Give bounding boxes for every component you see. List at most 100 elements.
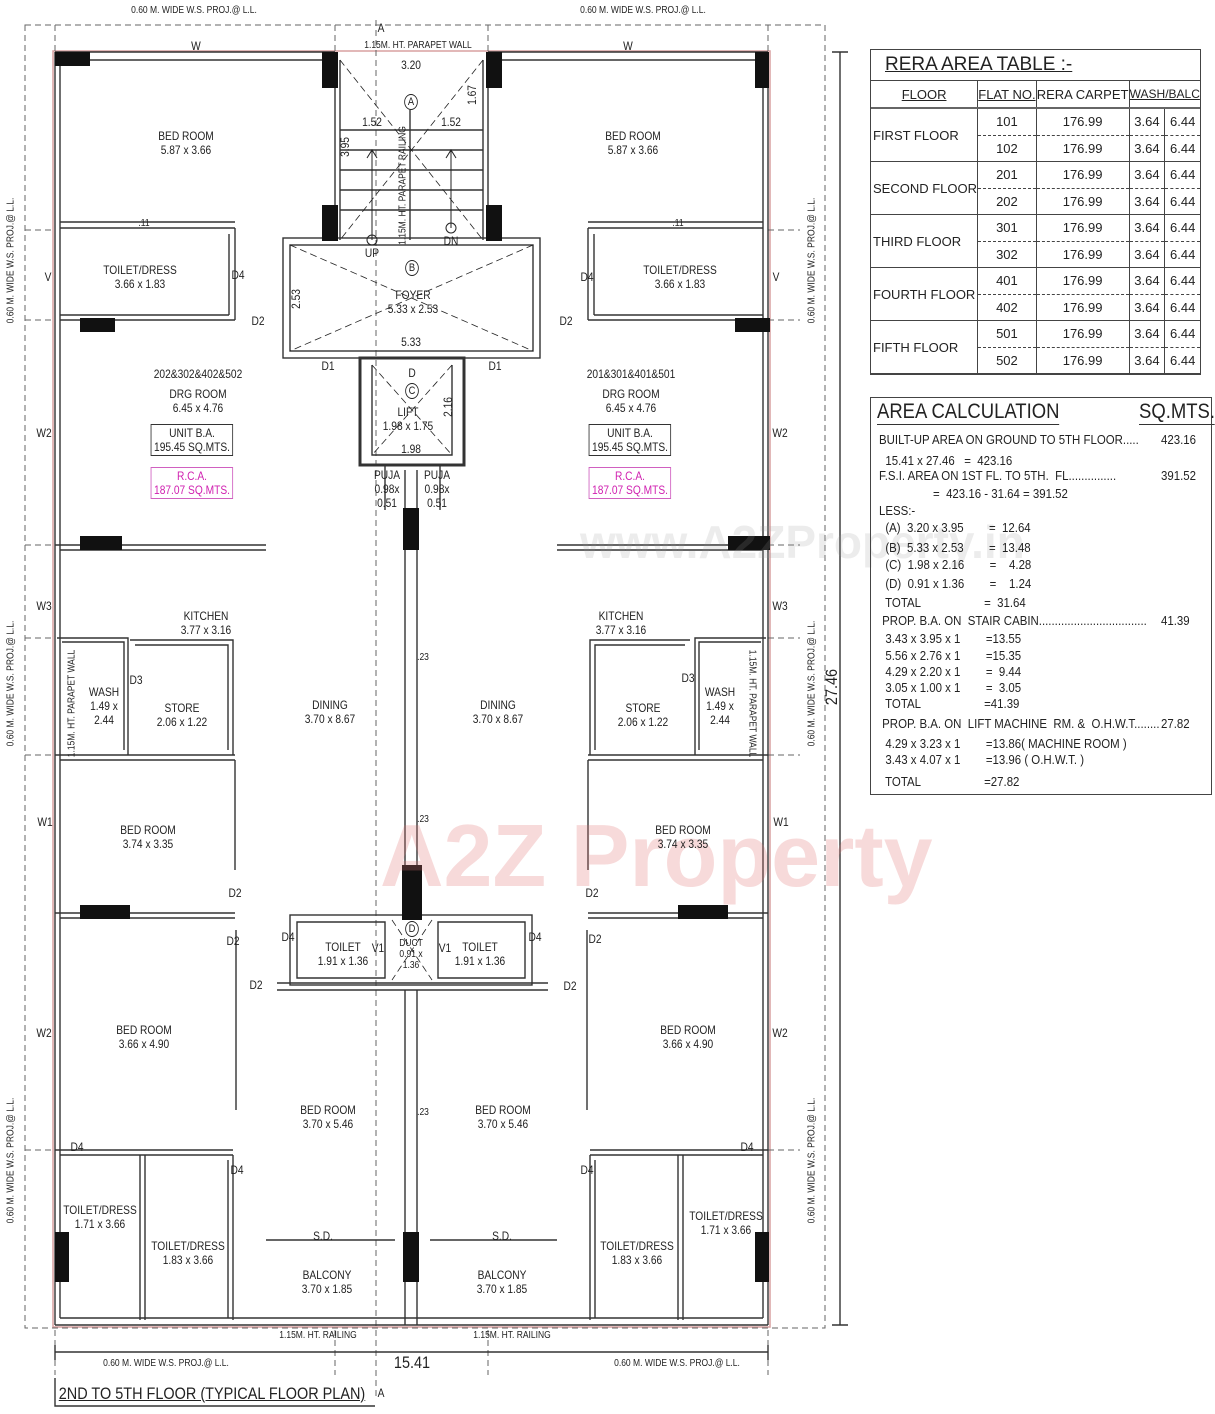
balc-cell: 6.44 xyxy=(1164,347,1200,374)
area-calc-line: = 423.16 - 31.64 = 391.52 xyxy=(879,486,1068,501)
lift-depth-dim: 2.16 xyxy=(441,397,455,417)
projection-left-3: 0.60 M. WIDE W.S. PROJ.@ L.L. xyxy=(5,1097,17,1224)
stair-arrows xyxy=(366,149,457,246)
rera-carpet-cell: 176.99 xyxy=(1035,320,1130,348)
window-w2-right-bottom: W2 xyxy=(772,1026,788,1040)
wash-cell: 3.64 xyxy=(1128,347,1165,374)
wash-cell: 3.64 xyxy=(1128,135,1165,162)
section-mark-bottom: A xyxy=(377,1386,385,1400)
door-d2-right-mid: D2 xyxy=(585,886,599,900)
foyer-mark: B xyxy=(405,260,419,276)
wall-thk-center: .23 xyxy=(417,1107,429,1118)
right-dining: DINING 3.70 x 8.67 xyxy=(472,698,524,726)
area-calc-line: 3.43 x 3.95 x 1 =13.55 xyxy=(879,631,1022,646)
drawing-title: 2ND TO 5TH FLOOR (TYPICAL FLOOR PLAN) xyxy=(58,1384,366,1403)
balc-cell: 6.44 xyxy=(1164,135,1200,162)
door-d4-left: D4 xyxy=(231,268,245,282)
right-flat-numbers: 201&301&401&501 xyxy=(586,367,676,381)
area-calc-line: PROP. B.A. ON STAIR CABIN...............… xyxy=(879,613,1147,628)
area-calc-line: TOTAL =27.82 xyxy=(879,774,1020,789)
left-drawing-room: DRG ROOM 6.45 x 4.76 xyxy=(169,387,227,415)
right-sliding-door: S.D. xyxy=(492,1229,512,1243)
wash-cell: 3.64 xyxy=(1128,214,1165,242)
landing-dim: 1.67 xyxy=(465,85,479,105)
outer-red-line xyxy=(52,50,771,1328)
left-toilet-rear-a: TOILET/DRESS 1.71 x 3.66 xyxy=(63,1203,137,1231)
up-label: UP xyxy=(364,246,380,260)
projection-right-2: 0.60 M. WIDE W.S. PROJ.@ L.L. xyxy=(806,620,818,747)
watermark-logo: A2Z Property xyxy=(380,806,933,905)
right-bed-front: BED ROOM 5.87 x 3.66 xyxy=(605,129,661,157)
right-store: STORE 2.06 x 1.22 xyxy=(617,701,669,729)
balc-cell: 6.44 xyxy=(1164,214,1200,242)
puja-right: PUJA 0.98x 0.51 xyxy=(423,468,451,510)
rera-carpet-cell: 176.99 xyxy=(1035,294,1130,321)
area-calc-line: (A) 3.20 x 3.95 = 12.64 xyxy=(879,520,1031,535)
rera-carpet-cell: 176.99 xyxy=(1035,241,1130,268)
flat-no-cell: 201 xyxy=(977,161,1037,189)
projection-right-3: 0.60 M. WIDE W.S. PROJ.@ L.L. xyxy=(806,1097,818,1224)
left-rca: R.C.A. 187.07 SQ.MTS. xyxy=(150,467,234,499)
flight-left-dim: 1.52 xyxy=(362,115,382,129)
left-sliding-door: S.D. xyxy=(313,1229,333,1243)
puja-left: PUJA 0.98x 0.51 xyxy=(373,468,401,510)
door-d4-left-rear: D4 xyxy=(70,1140,84,1154)
door-d2-left-mid: D2 xyxy=(228,886,242,900)
area-calc-value: 423.16 xyxy=(1161,432,1196,447)
door-d2-right-top: D2 xyxy=(559,314,573,328)
area-calculation-box: AREA CALCULATION SQ.MTS. BUILT-UP AREA O… xyxy=(870,397,1215,795)
foyer-label: FOYER 5.33 x 2.53 xyxy=(387,288,439,316)
left-flat-numbers: 202&302&402&502 xyxy=(153,367,243,381)
area-calc-line: LESS:- xyxy=(879,503,916,518)
rera-carpet-cell: 176.99 xyxy=(1035,347,1130,374)
floor-cell: FIFTH FLOOR xyxy=(871,320,978,374)
projection-top-right: 0.60 M. WIDE W.S. PROJ.@ L.L. xyxy=(580,5,706,16)
duct-mark: D xyxy=(405,921,419,937)
projection-bottom-left: 0.60 M. WIDE W.S. PROJ.@ L.L. xyxy=(103,1358,229,1369)
lift-width-dim: 1.98 xyxy=(401,442,421,456)
left-balcony: BALCONY 3.70 x 1.85 xyxy=(301,1268,353,1296)
foyer-depth-dim: 2.53 xyxy=(289,289,303,309)
vent-v-left: V xyxy=(44,270,52,284)
stair-length-dim: 3.95 xyxy=(338,137,352,157)
foyer-width-dim: 5.33 xyxy=(401,335,421,349)
lift-label: LIFT 1.98 x 1.75 xyxy=(382,405,434,433)
void-crosses xyxy=(289,59,534,981)
right-bed-mid: BED ROOM 3.74 x 3.35 xyxy=(655,823,711,851)
door-d1-left: D1 xyxy=(321,359,335,373)
wash-cell: 3.64 xyxy=(1128,294,1165,321)
wall-thk: .11 xyxy=(138,218,150,229)
balc-cell: 6.44 xyxy=(1164,188,1200,215)
window-w1-left: W1 xyxy=(37,815,53,829)
area-calc-line: TOTAL = 31.64 xyxy=(879,595,1026,610)
area-calc-line: (D) 0.91 x 1.36 = 1.24 xyxy=(879,576,1032,591)
projection-bottom-right: 0.60 M. WIDE W.S. PROJ.@ L.L. xyxy=(614,1358,740,1369)
left-unit-ba: UNIT B.A. 195.45 SQ.MTS. xyxy=(150,424,234,456)
area-calc-line: (B) 5.33 x 2.53 = 13.48 xyxy=(879,540,1031,555)
lift-door: D xyxy=(408,366,416,380)
door-d2-left-rear: D2 xyxy=(226,934,240,948)
right-balcony: BALCONY 3.70 x 1.85 xyxy=(476,1268,528,1296)
rera-area-table: RERA AREA TABLE :- FLOOR FLAT NO. RERA C… xyxy=(870,49,1201,375)
section-mark-top: A xyxy=(377,21,385,35)
door-d3-left: D3 xyxy=(129,673,143,687)
area-calc-line: TOTAL =41.39 xyxy=(879,696,1020,711)
railing-left: 1.15M. HT. RAILING xyxy=(279,1330,357,1341)
area-calc-unit: SQ.MTS. xyxy=(1139,400,1215,425)
vent-v-right: V xyxy=(772,270,780,284)
col-floor: FLOOR xyxy=(871,80,978,109)
projection-top-left: 0.60 M. WIDE W.S. PROJ.@ L.L. xyxy=(131,5,257,16)
window-w2-right-top: W2 xyxy=(772,426,788,440)
window-w3-left: W3 xyxy=(36,599,52,613)
right-wash-parapet: 1.15M. HT. PARAPET WALL xyxy=(746,649,758,758)
area-calc-line: PROP. B.A. ON LIFT MACHINE RM. & O.H.W.T… xyxy=(879,716,1160,731)
left-dining: DINING 3.70 x 8.67 xyxy=(304,698,356,726)
wall-thk: .11 xyxy=(672,218,684,229)
mid-toilet-right: TOILET 1.91 x 1.36 xyxy=(454,940,506,968)
area-calc-line: 4.29 x 3.23 x 1 =13.86( MACHINE ROOM ) xyxy=(879,736,1127,751)
balc-cell: 6.44 xyxy=(1164,320,1200,348)
col-wash-balc: WASH/BALC xyxy=(1128,80,1200,109)
flat-no-cell: 102 xyxy=(977,135,1037,162)
